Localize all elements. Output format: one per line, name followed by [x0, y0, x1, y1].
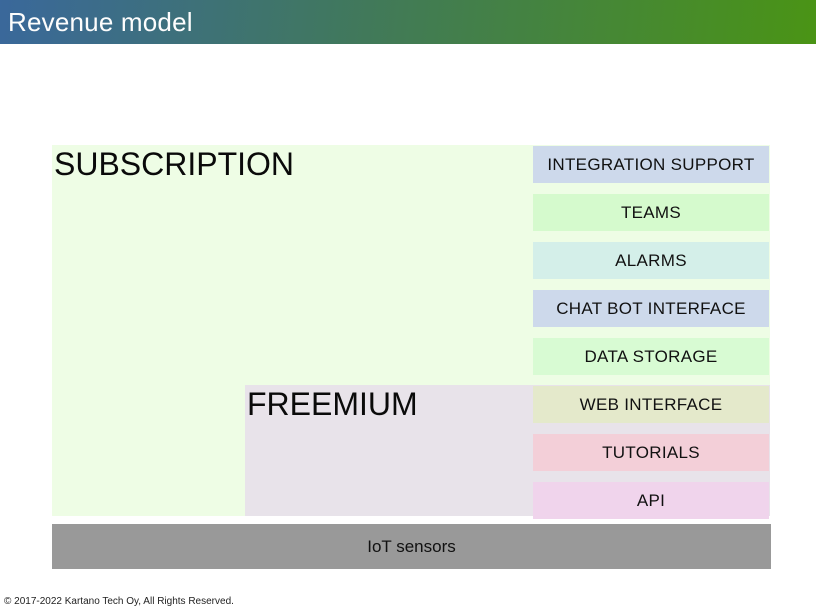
- feature-tutorials: TUTORIALS: [533, 434, 769, 471]
- feature-data-storage: DATA STORAGE: [533, 338, 769, 375]
- feature-chat-bot-interface: CHAT BOT INTERFACE: [533, 290, 769, 327]
- feature-integration-support: INTEGRATION SUPPORT: [533, 146, 769, 183]
- iot-sensors-base-bar: IoT sensors: [52, 524, 771, 569]
- feature-api: API: [533, 482, 769, 519]
- slide-header-bar: Revenue model: [0, 0, 816, 44]
- copyright-notice: © 2017-2022 Kartano Tech Oy, All Rights …: [4, 596, 234, 607]
- page-title: Revenue model: [8, 6, 193, 37]
- feature-web-interface: WEB INTERFACE: [533, 386, 769, 423]
- feature-alarms: ALARMS: [533, 242, 769, 279]
- subscription-tier-label: SUBSCRIPTION: [54, 146, 295, 182]
- feature-teams: TEAMS: [533, 194, 769, 231]
- freemium-tier-label: FREEMIUM: [247, 386, 418, 422]
